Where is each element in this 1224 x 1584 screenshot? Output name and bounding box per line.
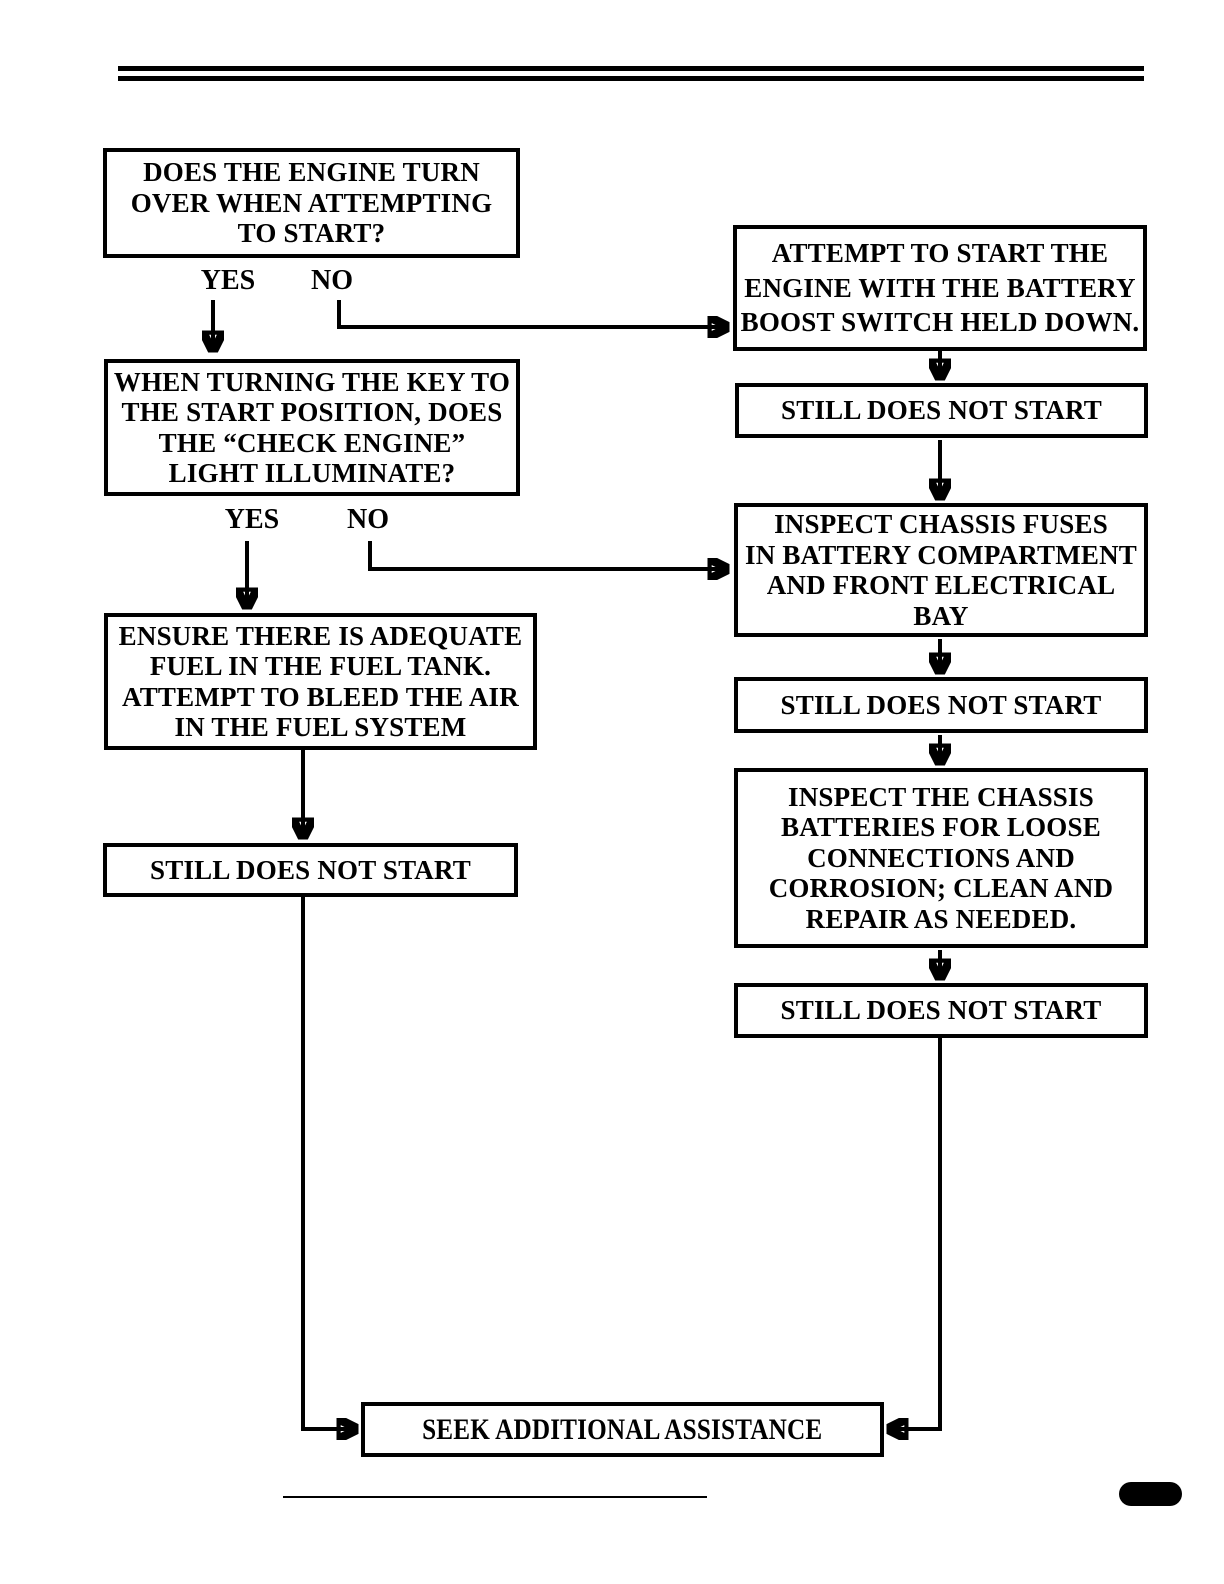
branch-label-yes-1: YES [200,265,256,296]
connector-right-to-seek [890,1038,942,1429]
node-ensure-fuel: ENSURE THERE IS ADEQUATE FUEL IN THE FUE… [104,613,537,750]
node-attempt-boost-start: ATTEMPT TO START THE ENGINE WITH THE BAT… [733,225,1147,351]
node-still-does-not-start-left: STILL DOES NOT START [103,843,518,897]
connector-no-1-elbow [337,300,726,327]
branch-label-no-1: NO [311,265,353,296]
node-seek-additional-assistance: SEEK ADDITIONAL ASSISTANCE [361,1402,884,1457]
header-double-rule [118,66,1144,81]
connector-left-to-seek [301,897,355,1429]
footnote-rule [283,1496,707,1498]
node-still-does-not-start-3: STILL DOES NOT START [734,983,1148,1038]
node-inspect-chassis-fuses: INSPECT CHASSIS FUSES IN BATTERY COMPART… [734,503,1148,637]
page-marker-pill [1119,1482,1182,1506]
node-inspect-chassis-batteries: INSPECT THE CHASSIS BATTERIES FOR LOOSE … [734,768,1148,948]
branch-label-no-2: NO [347,504,389,535]
node-still-does-not-start-2: STILL DOES NOT START [734,677,1148,733]
node-check-engine-light: WHEN TURNING THE KEY TO THE START POSITI… [104,359,520,496]
node-still-does-not-start-1: STILL DOES NOT START [735,383,1148,438]
seek-assistance-label: SEEK ADDITIONAL ASSISTANCE [422,1412,823,1446]
branch-label-yes-2: YES [224,504,280,535]
connector-no-2-elbow [368,541,726,569]
node-engine-turn-over: DOES THE ENGINE TURN OVER WHEN ATTEMPTIN… [103,148,520,258]
